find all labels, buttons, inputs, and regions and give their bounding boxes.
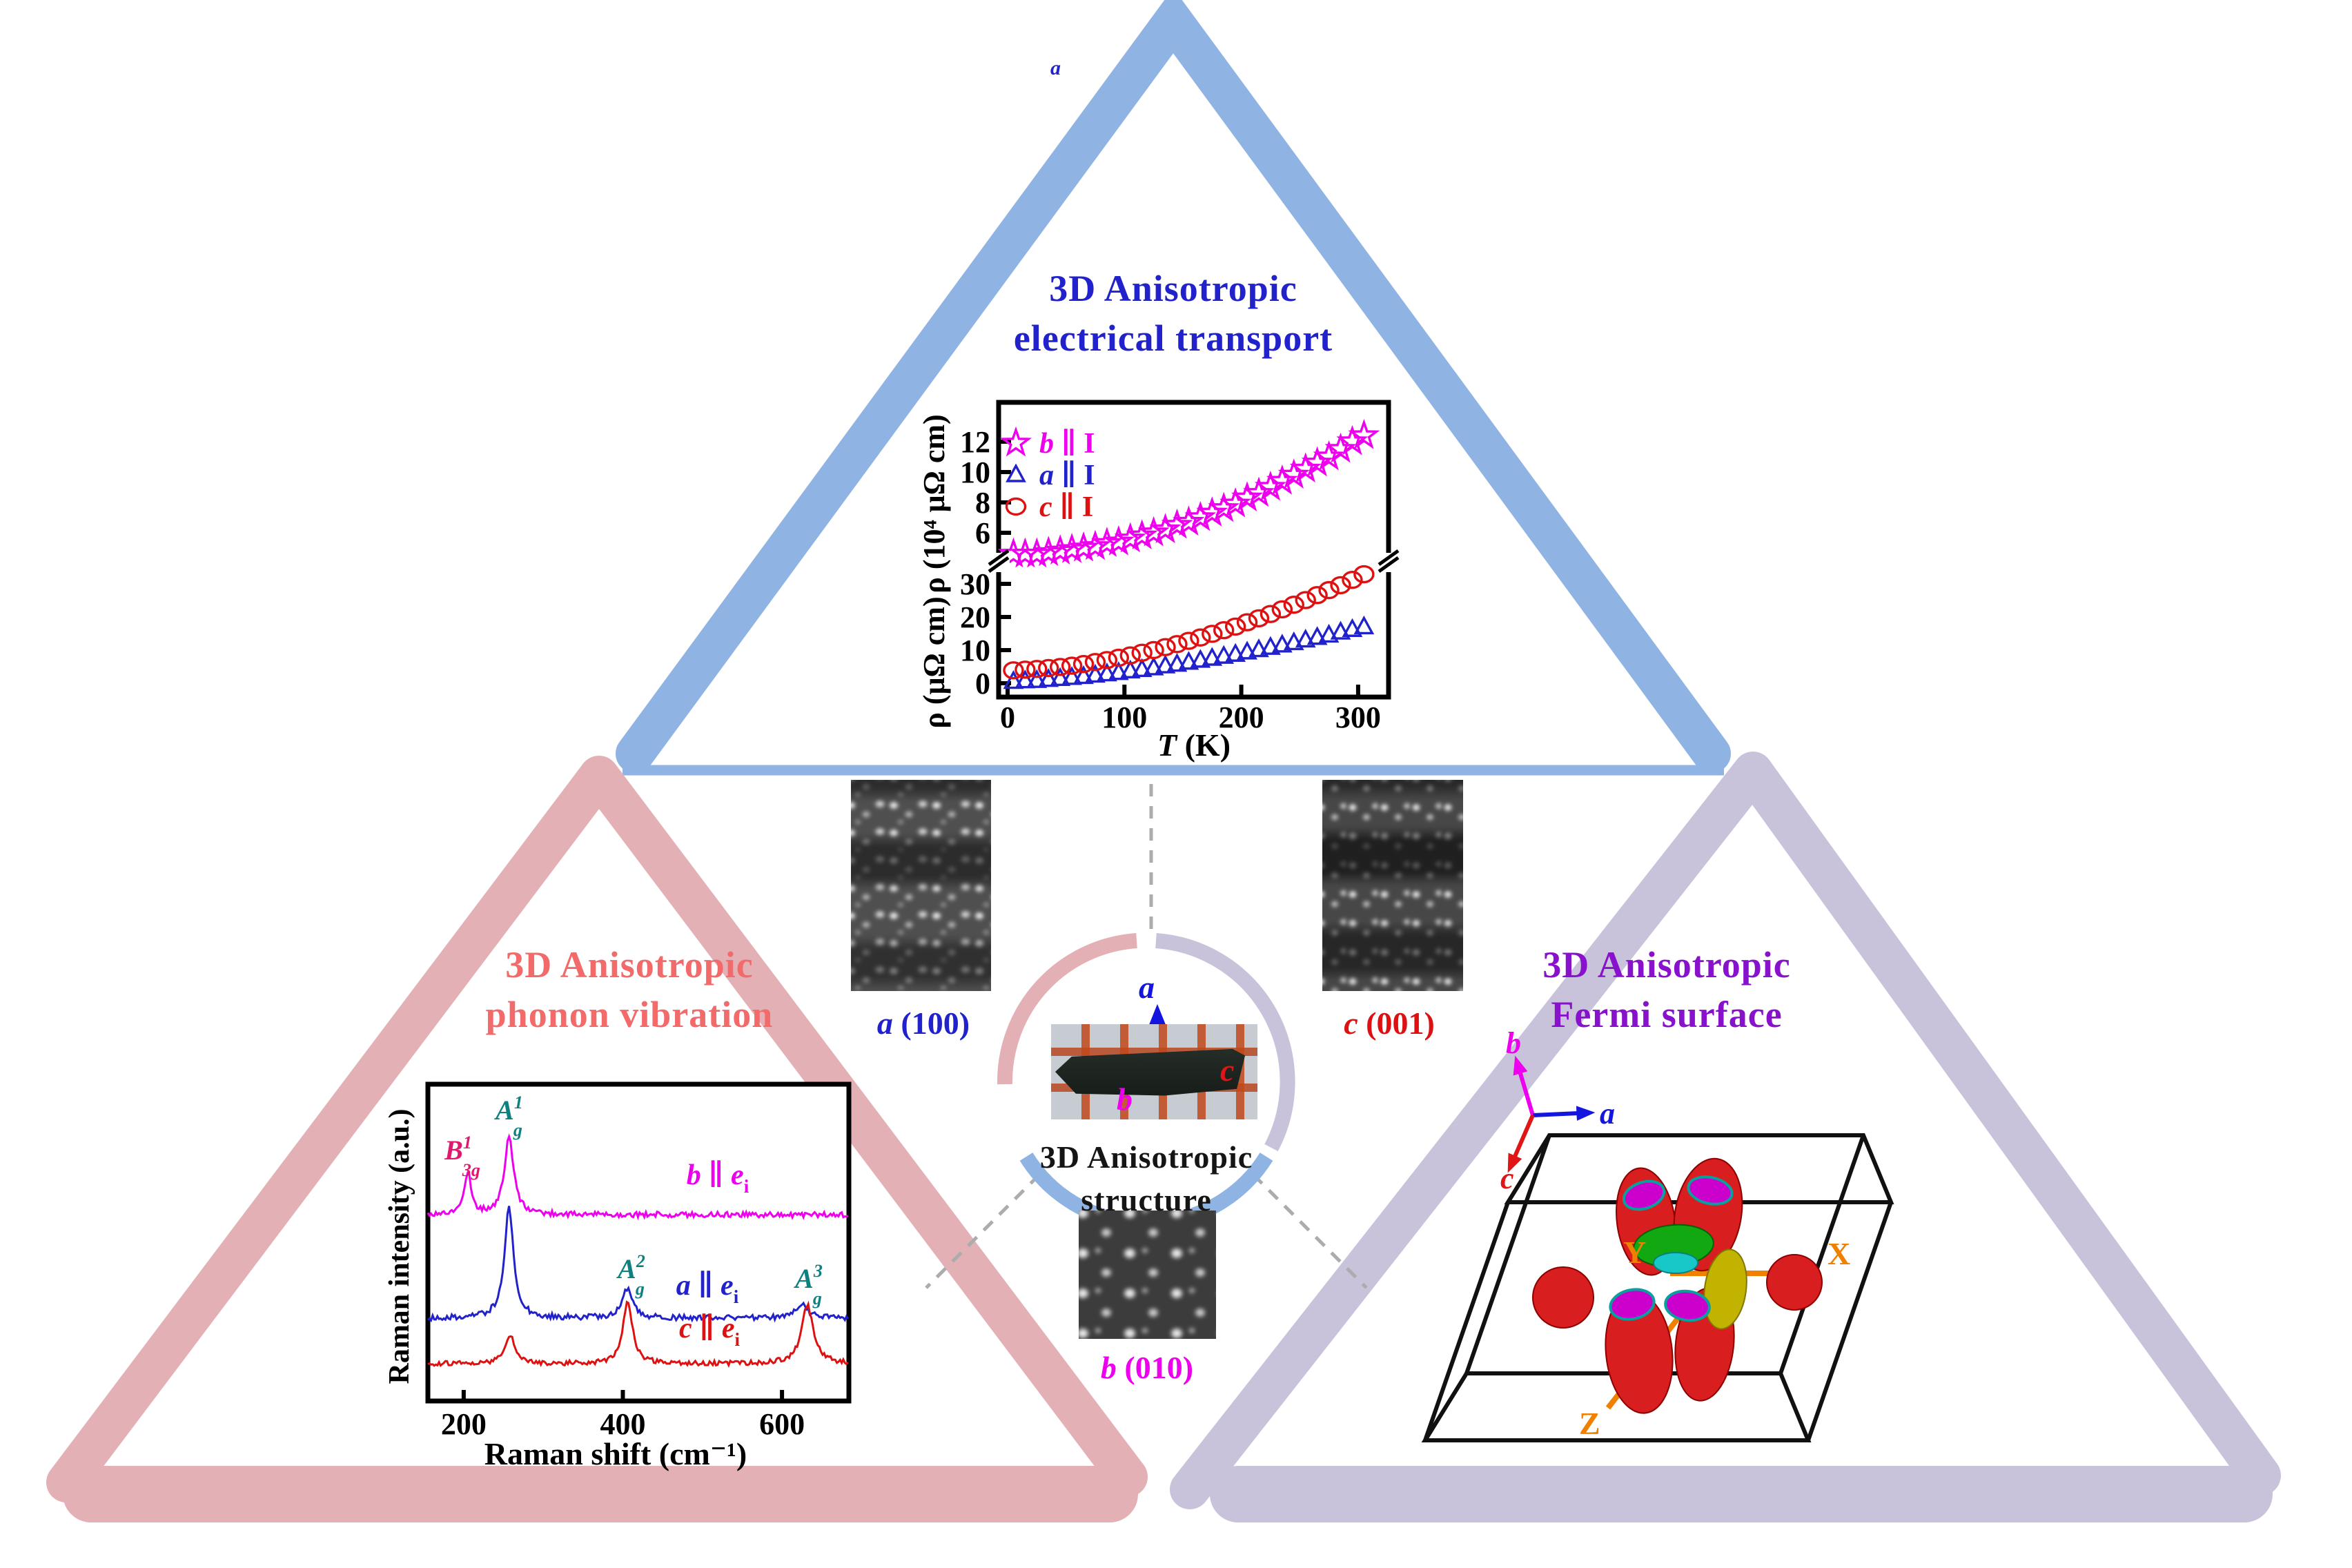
tem-label-c001: c (001): [1344, 1006, 1435, 1041]
blue-triangle-outline: [616, 0, 1731, 776]
svg-text:400: 400: [600, 1407, 645, 1441]
legend-label-c: c ∥ I: [1039, 491, 1093, 523]
fermi-axis-a-label: a: [1600, 1097, 1615, 1130]
tem-image-b010: [1079, 1211, 1216, 1339]
fermi-surface-panel: b a c X: [1421, 1026, 1894, 1442]
phonon-title: 3D Anisotropic phonon vibration: [485, 944, 774, 1035]
svg-text:100: 100: [1101, 700, 1147, 734]
tem-label-a100: a (100): [876, 1006, 970, 1041]
stray-a-mark: a: [1050, 57, 1061, 79]
raman-traces: [427, 1133, 850, 1368]
dashed-connectors: [925, 784, 1368, 1289]
crystal-photo: [1051, 1024, 1257, 1119]
legend-label-a: a ∥ I: [1039, 460, 1095, 491]
structure-axis-c-label: c: [1220, 1052, 1235, 1088]
bz-x-label: X: [1827, 1236, 1850, 1271]
axis-break-marks: [988, 549, 1400, 574]
fermi-title: 3D Anisotropic Fermi surface: [1542, 944, 1791, 1035]
raman-label-a: a ∥ ei: [676, 1270, 739, 1307]
dashed-line-left: [925, 1173, 1041, 1289]
raman-label-b: b ∥ ei: [687, 1159, 749, 1197]
svg-text:0: 0: [1000, 700, 1015, 734]
fermi-axis-c-label: c: [1500, 1162, 1514, 1195]
transport-title: 3D Anisotropic electrical transport: [1013, 268, 1333, 359]
raman-ticks: 200 400 600: [441, 1390, 805, 1441]
svg-text:10: 10: [960, 455, 990, 489]
raman-trace-c: [427, 1300, 849, 1368]
fermi-axes-triad: b a c: [1500, 1026, 1615, 1195]
svg-text:6: 6: [975, 516, 990, 550]
svg-text:200: 200: [441, 1407, 487, 1441]
transport-legend: b ∥ I a ∥ I c ∥ I: [1002, 428, 1095, 523]
ring-arc-pink: [997, 933, 1137, 1085]
transport-ylabel-upper: ρ (10⁴ μΩ cm): [918, 414, 951, 593]
tem-image-a100: [851, 780, 991, 991]
raman-ylabel: Raman intensity (a.u.): [384, 1108, 415, 1384]
svg-text:12: 12: [960, 425, 990, 459]
structure-axis-a-label: a: [1139, 970, 1155, 1005]
svg-text:300: 300: [1335, 700, 1381, 734]
bz-point-labels: X Y Z: [1579, 1235, 1850, 1441]
crystal-sample: [1055, 1048, 1246, 1096]
raman-trace-a: [427, 1206, 850, 1323]
transport-ylabel-lower: ρ (μΩ cm): [918, 596, 951, 728]
structure-title: 3D Anisotropic structure: [1039, 1139, 1253, 1217]
structure-axis-b-label: b: [1117, 1081, 1133, 1117]
brillouin-zone-box: [1421, 1133, 1894, 1442]
bz-y-label: Y: [1623, 1235, 1646, 1270]
raman-label-c: c ∥ ei: [679, 1313, 741, 1350]
pink-triangle-outline: [46, 756, 1148, 1522]
raman-polarization-labels: b ∥ ei a ∥ ei c ∥ ei: [676, 1159, 749, 1350]
dashed-line-right: [1252, 1173, 1368, 1289]
legend-label-b: b ∥ I: [1039, 428, 1095, 460]
svg-text:20: 20: [960, 600, 990, 634]
svg-text:0: 0: [975, 667, 990, 700]
bz-z-label: Z: [1579, 1406, 1600, 1441]
fermi-axis-b-label: b: [1506, 1026, 1521, 1060]
raman-plot-box: [425, 1081, 852, 1404]
transport-xlabel: T (K): [1157, 727, 1231, 763]
svg-text:200: 200: [1219, 700, 1264, 734]
raman-xlabel: Raman shift (cm⁻¹): [484, 1436, 747, 1471]
fermi-surface-blobs: [1532, 1157, 1823, 1414]
svg-text:600: 600: [759, 1407, 805, 1441]
svg-text:30: 30: [960, 567, 990, 601]
svg-text:10: 10: [960, 634, 990, 667]
tem-image-c001: [1322, 780, 1463, 991]
svg-text:8: 8: [975, 486, 990, 520]
ring-arc-lavender: [1155, 933, 1295, 1152]
lavender-triangle-outline: [1170, 752, 2281, 1522]
tem-label-b010: b (010): [1100, 1350, 1194, 1385]
raman-trace-b: [427, 1133, 849, 1221]
